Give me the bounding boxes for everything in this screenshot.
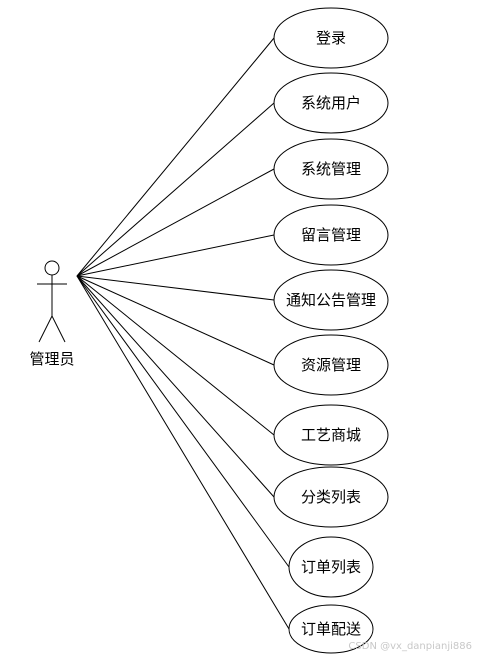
use-case-ellipse[interactable] [273, 334, 389, 396]
use-case[interactable]: 资源管理 [273, 334, 389, 396]
use-case[interactable]: 工艺商城 [273, 404, 389, 466]
association-line [76, 275, 275, 366]
association-line [76, 234, 275, 277]
association-line [76, 275, 275, 301]
actor-label: 管理员 [29, 350, 74, 368]
use-case-label: 资源管理 [301, 356, 361, 374]
use-case-label: 通知公告管理 [286, 291, 376, 309]
association-lines [76, 37, 290, 630]
use-case[interactable]: 分类列表 [273, 466, 389, 528]
use-case[interactable]: 通知公告管理 [273, 269, 389, 331]
use-case-ellipse[interactable] [288, 536, 374, 598]
use-case-ellipse[interactable] [273, 204, 389, 266]
use-case[interactable]: 订单配送 [288, 604, 374, 654]
use-case-label: 工艺商城 [301, 426, 361, 444]
actor-right-leg [51, 315, 66, 343]
association-line [76, 275, 275, 498]
use-case[interactable]: 系统管理 [273, 138, 389, 200]
use-case-label: 订单列表 [301, 558, 361, 576]
use-case[interactable]: 订单列表 [288, 536, 374, 598]
use-case-label: 留言管理 [301, 226, 361, 244]
use-case-ellipse[interactable] [288, 604, 374, 654]
use-case[interactable]: 系统用户 [273, 72, 389, 134]
association-line [76, 275, 290, 568]
use-case-label: 登录 [316, 29, 346, 47]
association-line [76, 275, 275, 436]
association-line [76, 37, 275, 277]
use-case-ellipse[interactable] [273, 7, 389, 69]
watermark: CSDN @vx_danpianji886 [348, 641, 472, 652]
use-case-ellipse[interactable] [273, 404, 389, 466]
actor-left-leg [38, 315, 53, 343]
association-line [76, 275, 290, 630]
use-case-label: 系统用户 [301, 94, 361, 112]
association-line [76, 102, 275, 277]
use-case-ellipse[interactable] [273, 466, 389, 528]
use-case-ellipse[interactable] [273, 269, 389, 331]
actor: 管理员 [29, 260, 75, 368]
use-case-ellipse[interactable] [273, 138, 389, 200]
association-line [76, 168, 275, 277]
use-case-label: 订单配送 [301, 620, 361, 638]
use-case[interactable]: 留言管理 [273, 204, 389, 266]
use-case[interactable]: 登录 [273, 7, 389, 69]
use-case-ellipse[interactable] [273, 72, 389, 134]
use-case-label: 分类列表 [301, 488, 361, 506]
use-case-label: 系统管理 [301, 160, 361, 178]
actor-head [44, 260, 60, 276]
